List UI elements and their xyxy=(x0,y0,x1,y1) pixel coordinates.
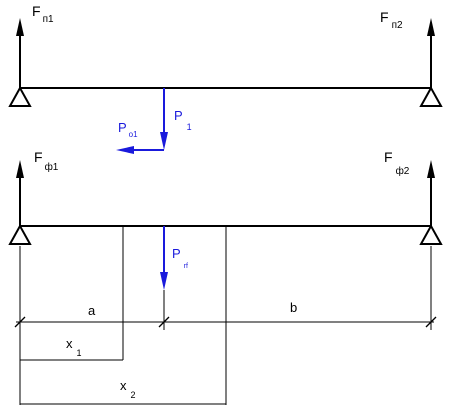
reaction-arrow-top-right-head xyxy=(427,18,435,36)
bottom-beam-group: Fф1 Fф2 Prf xyxy=(8,149,443,405)
dim-label-b: b xyxy=(290,300,297,315)
dim-label-x2: x2 xyxy=(120,378,136,400)
dim-label-x1: x1 xyxy=(66,336,82,358)
reaction-arrow-top-left-head xyxy=(16,18,24,36)
dim-label-a: a xyxy=(88,303,96,318)
label-reaction-bot-right: Fф2 xyxy=(384,149,410,177)
reaction-arrow-bot-right-head xyxy=(427,160,435,178)
tick-ab-left xyxy=(14,316,26,328)
tick-ab-mid xyxy=(158,316,170,328)
top-left-support xyxy=(8,85,32,107)
tick-ab-right xyxy=(425,316,437,328)
label-reaction-top-left: Fп1 xyxy=(32,3,54,25)
label-reaction-bot-left: Fф1 xyxy=(34,149,59,173)
label-reaction-top-right: Fп2 xyxy=(380,9,403,31)
bottom-right-support xyxy=(419,223,443,245)
dimensions-group: a b x1 x2 xyxy=(14,246,437,405)
force-pop1-head xyxy=(116,146,134,154)
bottom-left-support xyxy=(8,223,32,245)
force-p1-head xyxy=(160,132,168,150)
label-force-pf: Prf xyxy=(172,246,188,270)
top-right-support xyxy=(419,85,443,107)
force-pf-head xyxy=(160,272,168,290)
label-force-p1: P1 xyxy=(174,108,192,132)
reaction-arrow-bot-left-head xyxy=(16,160,24,178)
